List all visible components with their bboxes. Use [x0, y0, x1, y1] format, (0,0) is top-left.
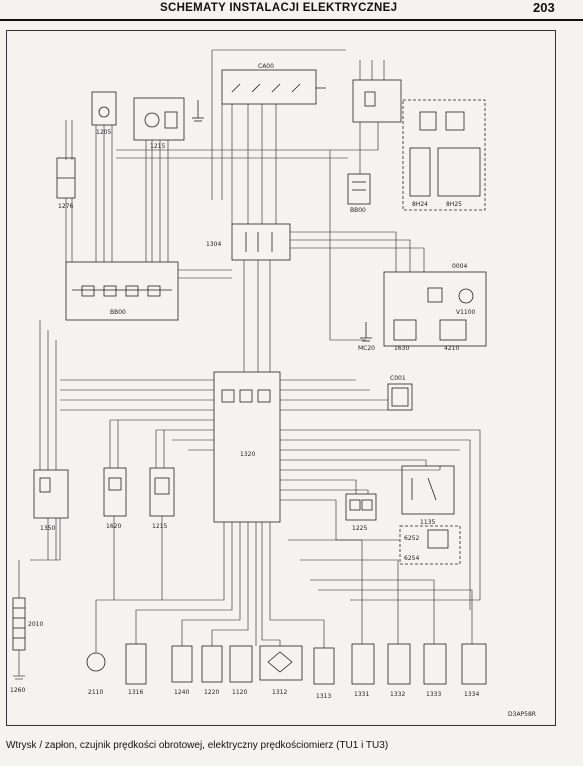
label-1331: 1331 [354, 691, 369, 698]
component-1333-box [423, 643, 447, 685]
component-bb00-box [347, 173, 371, 205]
component-6252-frame [399, 525, 461, 565]
component-8h25-box [437, 147, 481, 197]
component-1312-box [259, 645, 303, 681]
label-1225: 1225 [352, 525, 367, 532]
diagram-frame [6, 30, 556, 726]
label-1135: 1135 [420, 519, 435, 526]
label-bb00: BB00 [350, 207, 366, 214]
component-0004-box [383, 271, 487, 347]
label-1215: 1215 [150, 143, 165, 150]
component-1120-box [229, 645, 253, 683]
label-1630: 1630 [394, 345, 409, 352]
label-1304: 1304 [206, 241, 221, 248]
component-2010-box [12, 597, 26, 651]
label-1240: 1240 [174, 689, 189, 696]
label-1260: 1260 [10, 687, 25, 694]
component-1350-box [33, 469, 69, 519]
label-1316: 1316 [128, 689, 143, 696]
label-1320: 1320 [240, 451, 255, 458]
component-1334-box [461, 643, 487, 685]
label-1620: 1620 [106, 523, 121, 530]
component-bsi-box [65, 261, 179, 321]
component-1240-box [171, 645, 193, 683]
label-6252: 6252 [404, 535, 419, 542]
component-8h-frame [402, 99, 486, 211]
label-1350: 1350 [40, 525, 55, 532]
label-1332: 1332 [390, 691, 405, 698]
label-0004: 0004 [452, 263, 467, 270]
component-1313-box [313, 647, 335, 685]
label-8h24: 8H24 [412, 201, 428, 208]
label-c001: C001 [390, 375, 406, 382]
component-1215b-box [149, 467, 175, 517]
figure-code: D3AP58R [508, 711, 536, 718]
component-1304-box [231, 223, 291, 261]
component-8h24-box [409, 147, 431, 197]
component-1135-box [401, 465, 455, 515]
label-bsi: BB00 [110, 309, 126, 316]
label-1220: 1220 [204, 689, 219, 696]
label-4210: 4210 [444, 345, 459, 352]
label-1276: 1276 [58, 203, 73, 210]
label-1334: 1334 [464, 691, 479, 698]
label-1205: 1205 [96, 129, 111, 136]
component-1220-box [201, 645, 223, 683]
label-1333: 1333 [426, 691, 441, 698]
component-ca00-box [221, 69, 317, 105]
component-c001-box [387, 383, 413, 411]
component-1331-box [351, 643, 375, 685]
page-title: SCHEMATY INSTALACJI ELEKTRYCZNEJ [160, 2, 398, 14]
component-1205-box [91, 91, 117, 126]
label-2110: 2110 [88, 689, 103, 696]
component-1316-box [125, 643, 147, 685]
page-header: SCHEMATY INSTALACJI ELEKTRYCZNEJ 203 [0, 0, 583, 22]
component-1320-box [213, 371, 281, 523]
component-1215-box [133, 97, 185, 141]
relay-box [352, 79, 402, 123]
label-1215b: 1215 [152, 523, 167, 530]
wiring-diagram: 1276 1205 1215 CA00 BB00 8H24 8H25 1304 … [10, 49, 536, 718]
label-2010: 2010 [28, 621, 43, 628]
label-6254: 6254 [404, 555, 419, 562]
label-v1100: V1100 [456, 309, 476, 316]
component-2110-symbol [86, 652, 106, 672]
figure-caption: Wtrysk / zapłon, czujnik prędkości obrot… [6, 740, 389, 751]
page-number: 203 [533, 0, 555, 15]
component-1630-box [393, 319, 417, 341]
label-ca00: CA00 [258, 63, 274, 70]
label-1313: 1313 [316, 693, 331, 700]
label-mc20: MC20 [358, 345, 375, 352]
component-4210-box [439, 319, 467, 341]
component-1225-box [345, 493, 377, 521]
label-1312: 1312 [272, 689, 287, 696]
label-1120: 1120 [232, 689, 247, 696]
header-rule [0, 19, 583, 21]
component-1620-box [103, 467, 127, 517]
label-8h25: 8H25 [446, 201, 462, 208]
component-1332-box [387, 643, 411, 685]
